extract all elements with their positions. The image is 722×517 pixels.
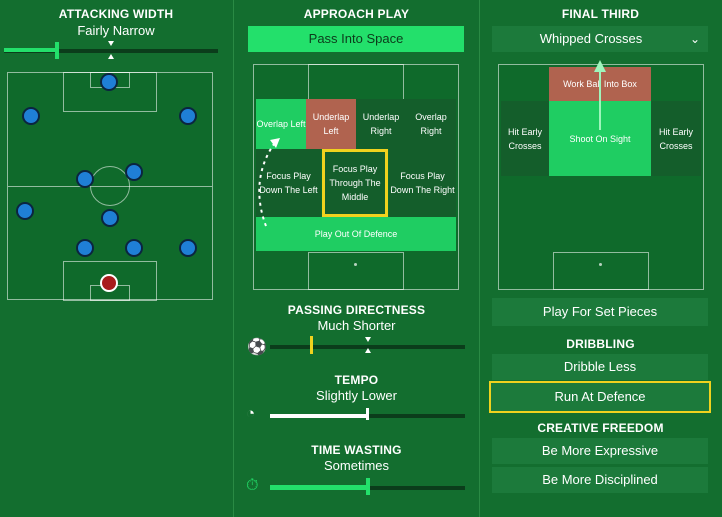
player-left-winger[interactable] [22, 107, 40, 125]
time-wasting-title: TIME WASTING [311, 443, 402, 457]
speedometer-icon: ◔ [246, 405, 256, 422]
zone-focus-middle[interactable]: Focus Play Through The Middle [322, 149, 388, 217]
approach-play-title: APPROACH PLAY [303, 7, 410, 21]
slider-track [4, 49, 218, 53]
dribble-less-button[interactable]: Dribble Less [492, 354, 708, 380]
approach-play-panel: APPROACH PLAY Pass Into Space Overlap Le… [233, 0, 480, 517]
slider-handle[interactable] [310, 336, 313, 354]
default-marker-bottom [108, 54, 114, 59]
player-left-wingback[interactable] [16, 202, 34, 220]
play-for-set-pieces-button[interactable]: Play For Set Pieces [492, 298, 708, 326]
player-right-back[interactable] [179, 239, 197, 257]
football-icon: ⚽ [247, 339, 267, 356]
attacking-width-panel: ATTACKING WIDTH Fairly Narrow [0, 0, 232, 517]
player-right-winger[interactable] [179, 107, 197, 125]
slider-fill [4, 48, 58, 52]
zone-hit-early-crosses-left[interactable]: Hit Early Crosses [501, 101, 549, 176]
slider-handle[interactable] [366, 478, 370, 495]
slider-track [270, 345, 465, 349]
stopwatch-icon: ⏱ [246, 477, 259, 494]
player-goalkeeper[interactable] [100, 274, 118, 292]
be-more-disciplined-button[interactable]: Be More Disciplined [492, 467, 708, 493]
run-at-defence-button[interactable]: Run At Defence [489, 381, 711, 413]
top-penalty-box [308, 64, 404, 102]
centre-circle [90, 166, 130, 206]
slider-handle[interactable] [55, 42, 59, 59]
zone-focus-right[interactable]: Focus Play Down The Right [389, 149, 456, 217]
default-marker-top [365, 337, 371, 342]
zone-underlap-right[interactable]: Underlap Right [356, 99, 406, 149]
player-right-midfielder[interactable] [125, 163, 143, 181]
zone-overlap-left[interactable]: Overlap Left [256, 99, 306, 149]
overlap-arrow-icon [258, 138, 280, 227]
penalty-spot [354, 263, 357, 266]
zone-hit-early-crosses-right[interactable]: Hit Early Crosses [651, 101, 701, 176]
formation-pitch [7, 72, 213, 301]
bottom-penalty-box [553, 252, 649, 290]
passing-directness-value: Much Shorter [317, 318, 396, 333]
final-third-title: FINAL THIRD [561, 7, 640, 21]
approach-play-selected-button[interactable]: Pass Into Space [248, 26, 464, 52]
player-right-centreback[interactable] [125, 239, 143, 257]
attacking-width-title: ATTACKING WIDTH [58, 7, 174, 21]
player-left-midfielder[interactable] [76, 170, 94, 188]
zone-focus-left[interactable]: Focus Play Down The Left [256, 149, 321, 217]
creative-freedom-title: CREATIVE FREEDOM [537, 421, 664, 435]
time-wasting-value: Sometimes [323, 458, 390, 473]
tempo-title: TEMPO [334, 373, 379, 387]
zone-underlap-left[interactable]: Underlap Left [306, 99, 356, 149]
chevron-down-icon: ⌄ [689, 32, 700, 46]
default-marker-bottom [365, 348, 371, 353]
default-marker-top [108, 41, 114, 46]
passing-directness-title: PASSING DIRECTNESS [287, 303, 426, 317]
player-striker[interactable] [100, 73, 118, 91]
penalty-spot [599, 263, 602, 266]
final-third-dropdown-value: Whipped Crosses [539, 31, 643, 46]
player-defensive-midfielder[interactable] [101, 209, 119, 227]
zone-play-out-of-defence[interactable]: Play Out Of Defence [256, 217, 456, 251]
tempo-value: Slightly Lower [316, 388, 397, 403]
player-left-centreback[interactable] [76, 239, 94, 257]
attacking-width-value: Fairly Narrow [77, 23, 155, 38]
shot-arrow-icon [594, 60, 606, 130]
dribbling-title: DRIBBLING [566, 337, 635, 351]
final-third-dropdown[interactable]: Whipped Crosses ⌄ [492, 26, 708, 52]
slider-fill [270, 485, 367, 490]
bottom-penalty-box [308, 252, 404, 290]
be-more-expressive-button[interactable]: Be More Expressive [492, 438, 708, 464]
zone-overlap-right[interactable]: Overlap Right [406, 99, 456, 149]
final-third-panel: FINAL THIRD Whipped Crosses ⌄ Work Ball … [479, 0, 722, 517]
slider-handle[interactable] [366, 408, 369, 420]
slider-fill [270, 414, 367, 418]
